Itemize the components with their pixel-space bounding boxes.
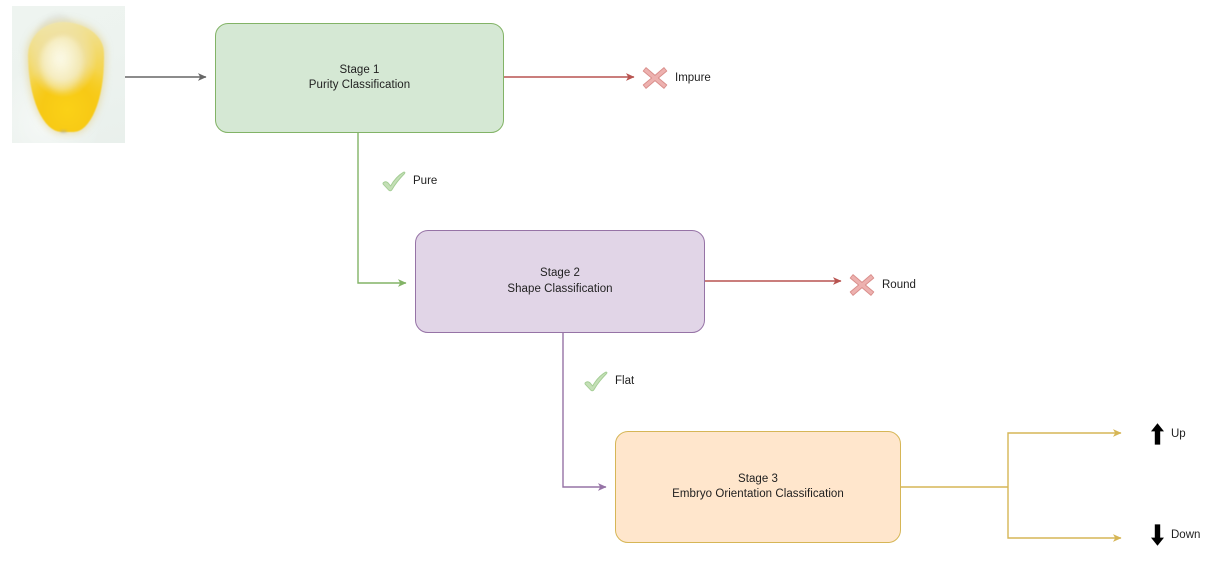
terminal-up-text: Up (1171, 428, 1186, 440)
edge-label-pure: Pure (381, 170, 437, 192)
edge-stage2-flat (562, 333, 607, 491)
stage-3-label: Stage 3 Embryo Orientation Classificatio… (672, 472, 844, 501)
check-mark-icon (583, 370, 609, 392)
edge-label-pure-text: Pure (413, 175, 438, 187)
terminal-impure-text: Impure (675, 72, 711, 84)
terminal-up: Up (1150, 422, 1186, 446)
check-mark-icon (381, 170, 407, 192)
stage-2-label: Stage 2 Shape Classification (507, 267, 613, 295)
node-stage-2-shape-classification[interactable]: Stage 2 Shape Classification (415, 230, 705, 333)
node-stage-1-purity-classification[interactable]: Stage 1 Purity Classification (215, 23, 504, 133)
cross-mark-icon (641, 65, 669, 91)
node-stage-3-embryo-orientation-classification[interactable]: Stage 3 Embryo Orientation Classificatio… (615, 431, 901, 543)
terminal-round-text: Round (882, 279, 916, 291)
edge-stage3-down (1007, 487, 1122, 542)
terminal-round: Round (848, 272, 916, 298)
terminal-impure: Impure (641, 65, 711, 91)
stage-1-label: Stage 1 Purity Classification (308, 63, 411, 92)
cross-mark-icon (848, 272, 876, 298)
terminal-down: Down (1150, 523, 1200, 547)
terminal-down-text: Down (1171, 529, 1201, 541)
edge-stage1-pure (357, 133, 407, 287)
edge-label-flat: Flat (583, 370, 634, 392)
kernel-speck (60, 130, 67, 133)
edge-stage3-up (1007, 429, 1122, 487)
edge-label-flat-text: Flat (615, 375, 635, 387)
corn-kernel-image (12, 6, 125, 143)
arrow-up-icon (1150, 422, 1165, 446)
arrow-down-icon (1150, 523, 1165, 547)
kernel-highlight (40, 36, 84, 92)
